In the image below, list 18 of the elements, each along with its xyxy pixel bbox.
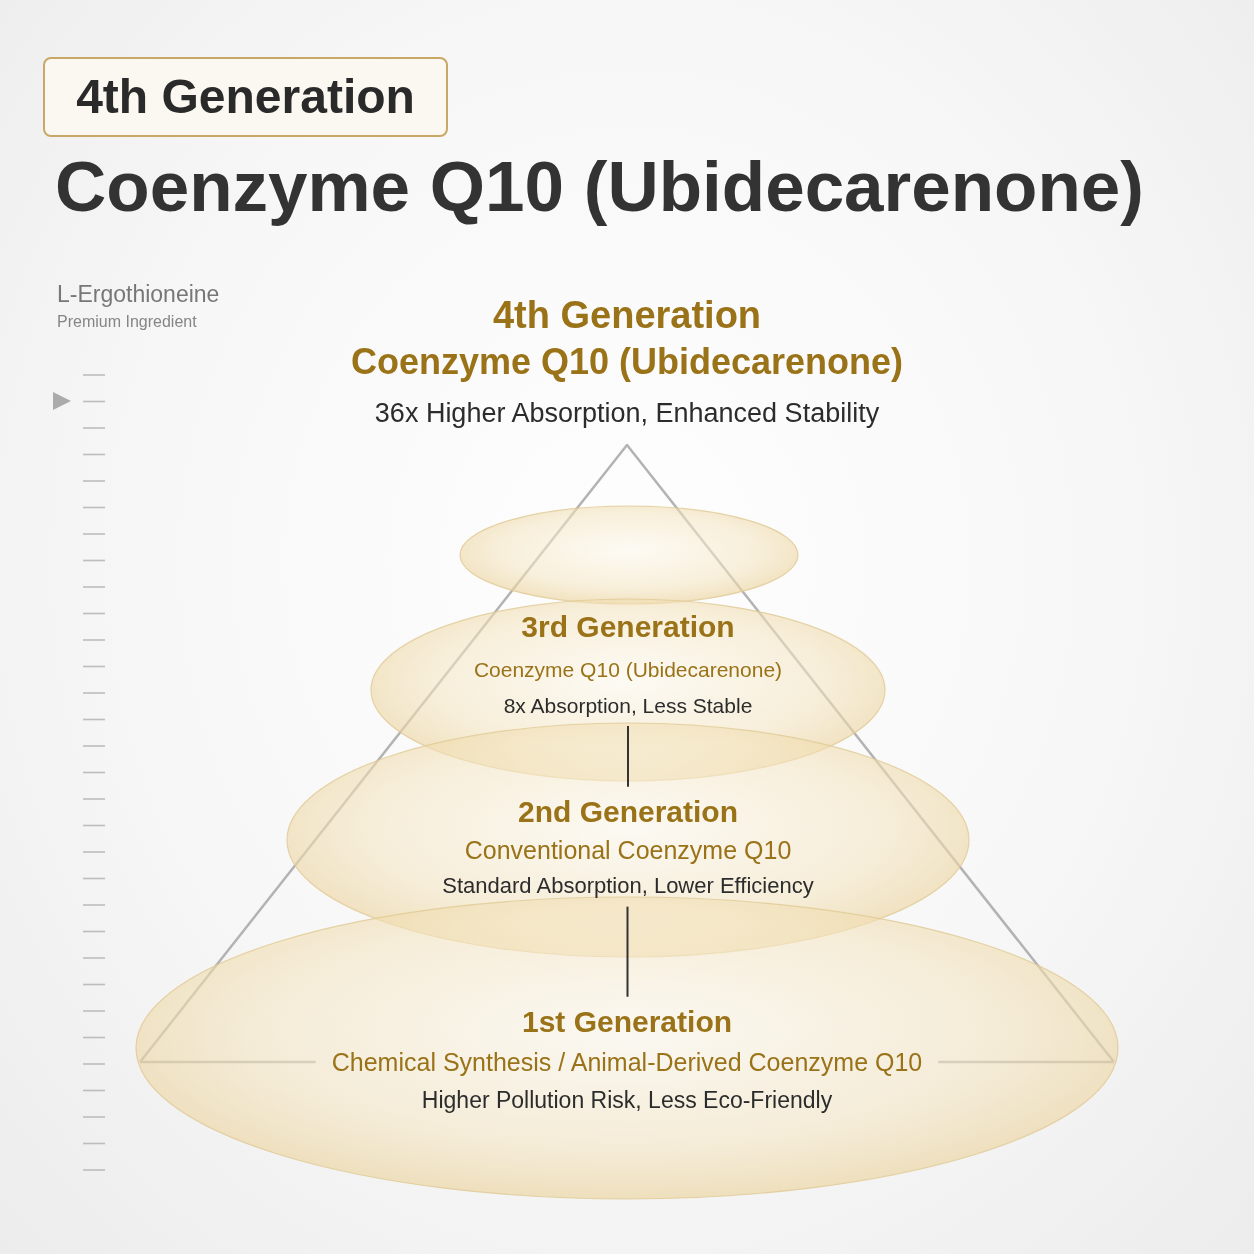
connector-line [627, 725, 629, 788]
tier-description: Higher Pollution Risk, Less Eco-Friendly [421, 1086, 833, 1114]
apex-subtitle: Coenzyme Q10 (Ubidecarenone) [350, 341, 904, 383]
apex-title: 4th Generation [492, 294, 762, 338]
tier-subtitle: Conventional Coenzyme Q10 [464, 835, 792, 865]
tier-title: 2nd Generation [518, 794, 738, 830]
tier-description: Standard Absorption, Lower Efficiency [442, 873, 814, 899]
tier-description: 8x Absorption, Less Stable [503, 693, 753, 719]
tier-subtitle: Coenzyme Q10 (Ubidecarenone) [473, 657, 783, 683]
apex-description: 36x Higher Absorption, Enhanced Stability [374, 398, 880, 430]
ingredient-subtitle: Premium Ingredient [57, 313, 197, 332]
connector-line [626, 905, 629, 998]
tier-subtitle: Chemical Synthesis / Animal-Derived Coenzyme Q10 [331, 1047, 923, 1077]
page-title: Coenzyme Q10 (Ubidecarenone) [55, 146, 1144, 228]
ingredient-name: L-Ergothioneine [57, 281, 220, 308]
tier-title: 1st Generation [521, 1004, 733, 1040]
tier-title: 3rd Generation [521, 609, 735, 645]
generation-badge: 4th Generation [43, 57, 448, 137]
